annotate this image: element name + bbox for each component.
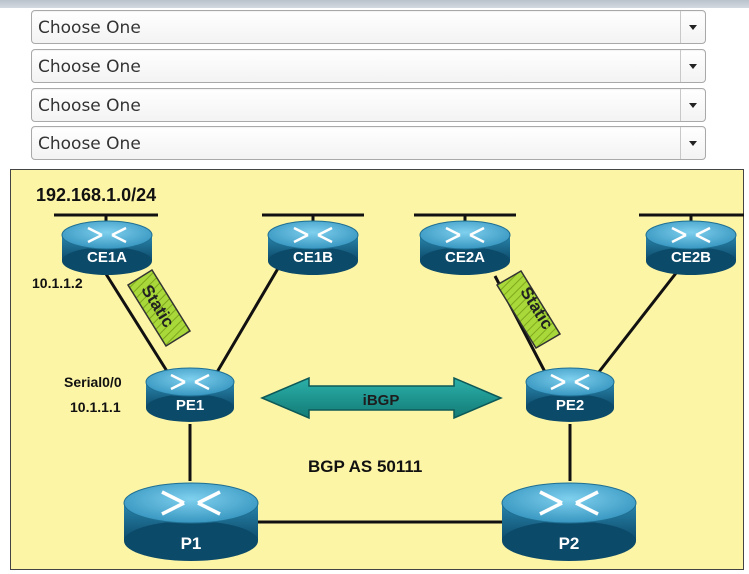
pe1-interface-label: Serial0/0 xyxy=(64,374,122,390)
network-diagram: Static Static iBGP CE1A CE1B xyxy=(10,169,744,570)
router-ce1a: CE1A xyxy=(61,220,153,275)
router-p2: P2 xyxy=(501,482,637,561)
svg-text:CE2B: CE2B xyxy=(671,249,711,266)
router-ce1b: CE1B xyxy=(267,220,359,275)
svg-text:CE2A: CE2A xyxy=(445,249,485,266)
dropdown-value: Choose One xyxy=(38,18,141,38)
svg-text:P2: P2 xyxy=(559,534,580,553)
router-ce2b: CE2B xyxy=(645,220,737,275)
answer-dropdown-1[interactable]: Choose One xyxy=(31,10,706,44)
chevron-down-icon xyxy=(680,89,705,121)
router-pe1: PE1 xyxy=(145,367,235,422)
chevron-down-icon xyxy=(680,50,705,82)
svg-text:CE1A: CE1A xyxy=(87,249,127,266)
router-ce2a: CE2A xyxy=(419,220,511,275)
svg-text:PE1: PE1 xyxy=(176,397,204,414)
answer-dropdown-2[interactable]: Choose One xyxy=(31,49,706,83)
as-label: BGP AS 50111 xyxy=(308,457,422,476)
ibgp-arrow: iBGP xyxy=(260,376,503,420)
links xyxy=(104,264,682,524)
answer-dropdown-4[interactable]: Choose One xyxy=(31,126,706,160)
dropdown-value: Choose One xyxy=(38,134,141,154)
svg-text:CE1B: CE1B xyxy=(293,249,333,266)
ce1a-ip-label: 10.1.1.2 xyxy=(32,275,83,291)
chevron-down-icon xyxy=(680,127,705,159)
chevron-down-icon xyxy=(680,11,705,43)
dropdown-value: Choose One xyxy=(38,96,141,116)
pe1-ip-label: 10.1.1.1 xyxy=(70,399,121,415)
top-bar xyxy=(0,0,749,8)
network-label: 192.168.1.0/24 xyxy=(36,185,156,205)
dropdown-value: Choose One xyxy=(38,57,141,77)
router-pe2: PE2 xyxy=(525,367,615,422)
svg-text:iBGP: iBGP xyxy=(363,392,400,409)
answer-dropdown-3[interactable]: Choose One xyxy=(31,88,706,122)
svg-text:P1: P1 xyxy=(181,534,202,553)
svg-text:PE2: PE2 xyxy=(556,397,584,414)
router-p1: P1 xyxy=(123,482,259,561)
